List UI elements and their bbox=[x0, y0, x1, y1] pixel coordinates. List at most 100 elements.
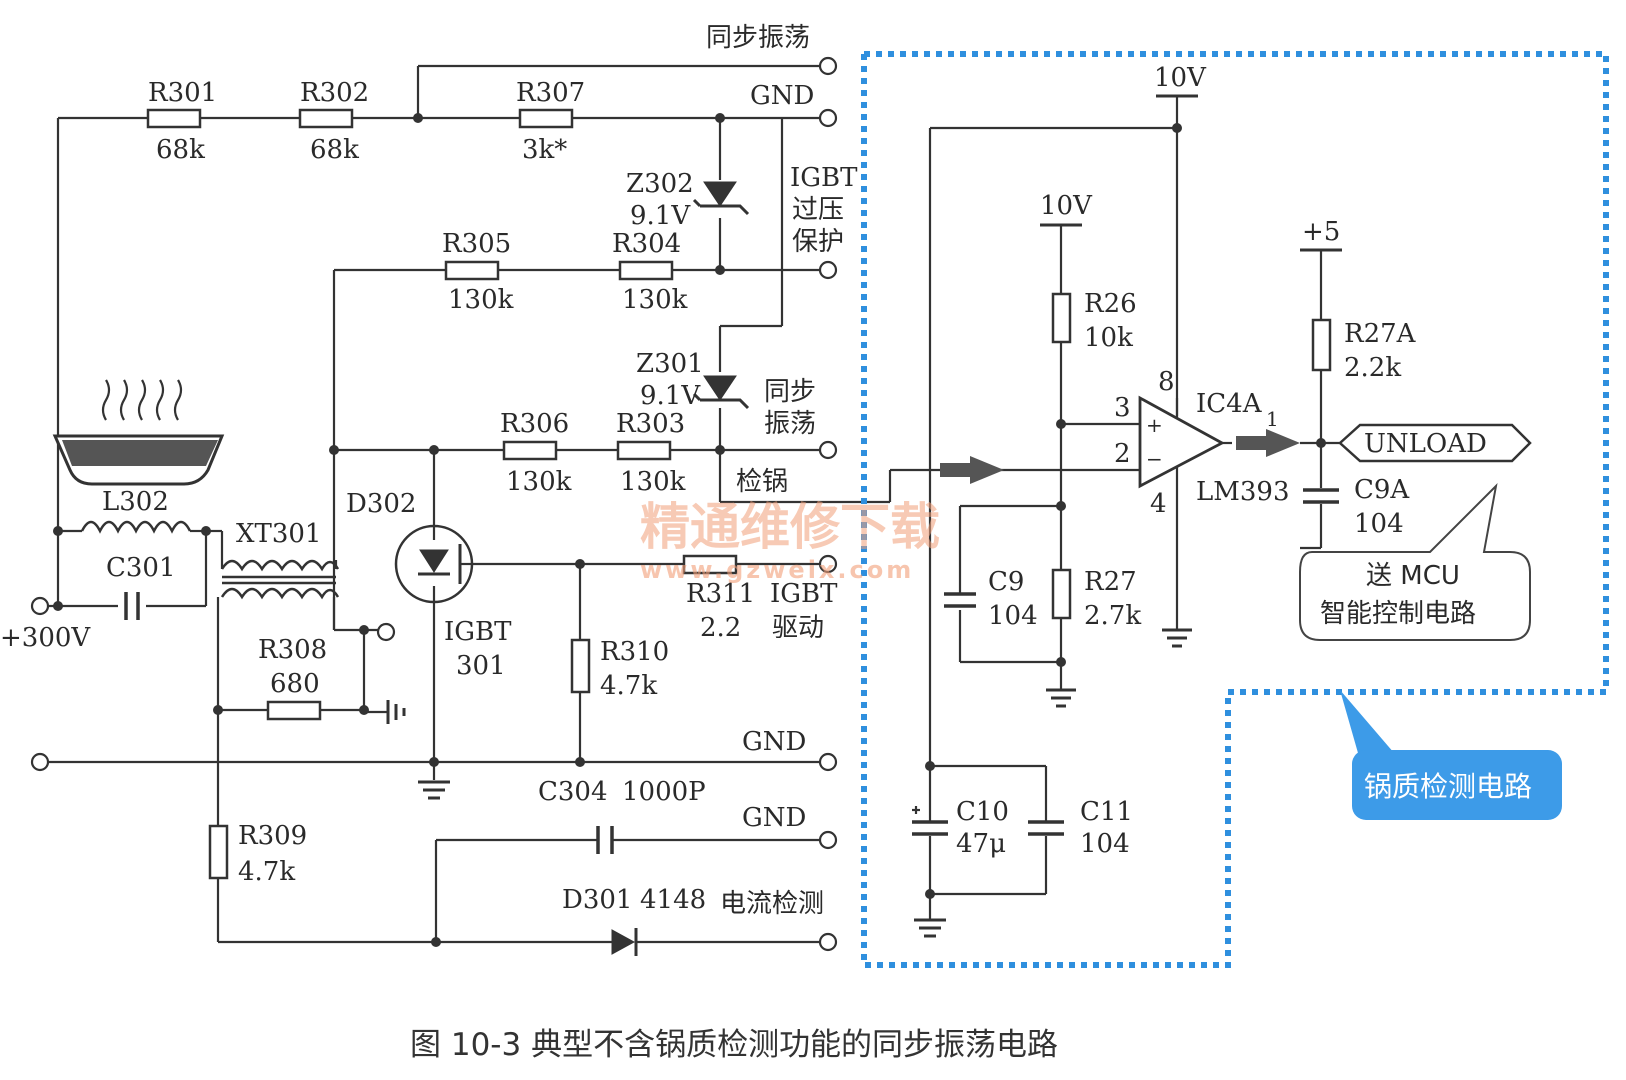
r27-ref: R27 bbox=[1084, 567, 1137, 597]
resistor-r305 bbox=[444, 260, 500, 281]
chassis-ground-icon bbox=[386, 700, 406, 724]
capacitor-c9a bbox=[1303, 488, 1339, 504]
c9-ref: C9 bbox=[988, 567, 1024, 597]
ic4a-pin4: 4 bbox=[1150, 489, 1167, 519]
label-sync-osc-mid-1: 同步 bbox=[764, 377, 816, 407]
c9a-ref: C9A bbox=[1354, 475, 1410, 505]
r27a-ref: R27A bbox=[1344, 319, 1417, 349]
right-resistors bbox=[1051, 292, 1332, 620]
r308-value: 680 bbox=[270, 669, 320, 699]
label-gnd3: GND bbox=[742, 803, 806, 833]
resistor-r303 bbox=[616, 440, 672, 461]
ground-icon-r2 bbox=[1046, 688, 1076, 708]
inductor-l302 bbox=[80, 520, 192, 534]
label-300v: +300V bbox=[0, 623, 91, 653]
rail-5v: +5 bbox=[1302, 217, 1340, 247]
capacitor-c301 bbox=[124, 592, 140, 620]
rail-10v-b: 10V bbox=[1040, 191, 1093, 221]
d302-ref: D302 bbox=[346, 489, 416, 519]
ic4a-ref: IC4A bbox=[1196, 389, 1263, 419]
transformer-xt301 bbox=[220, 559, 340, 600]
ic4a-pin3: 3 bbox=[1114, 393, 1131, 423]
callout-label: 锅质检测电路 bbox=[1364, 770, 1532, 803]
label-igbt-drive-2: 驱动 bbox=[772, 613, 824, 643]
signal-arrow-out bbox=[1236, 429, 1300, 457]
r310-value: 4.7k bbox=[600, 671, 657, 701]
resistor-r307 bbox=[518, 108, 574, 129]
ic4a-minus: − bbox=[1146, 447, 1163, 471]
ic4a-pin1: 1 bbox=[1266, 407, 1279, 431]
resistor-r310 bbox=[570, 638, 591, 694]
label-sync-osc-top: 同步振荡 bbox=[706, 23, 810, 53]
r27a-value: 2.2k bbox=[1344, 353, 1401, 383]
c304-ref: C304 bbox=[538, 777, 608, 807]
resistor-r304 bbox=[618, 260, 674, 281]
resistor-r308 bbox=[266, 700, 322, 721]
r301-ref: R301 bbox=[148, 78, 217, 108]
diode-d301 bbox=[611, 928, 638, 956]
terminals bbox=[30, 56, 838, 952]
capacitor-c9 bbox=[944, 592, 976, 608]
resistor-r311 bbox=[682, 554, 738, 575]
r306-ref: R306 bbox=[500, 409, 569, 439]
c9-value: 104 bbox=[988, 601, 1038, 631]
watermark-url: www.gzweix.com bbox=[640, 556, 914, 584]
r309-value: 4.7k bbox=[238, 857, 295, 887]
c10-value: 47μ bbox=[956, 829, 1006, 859]
xt301-ref: XT301 bbox=[236, 519, 321, 549]
unload-tag bbox=[1338, 423, 1532, 463]
z301-value: 9.1V bbox=[640, 381, 701, 411]
label-igbt-drive-1: IGBT bbox=[770, 579, 838, 609]
r306-value: 130k bbox=[506, 467, 572, 497]
r303-value: 130k bbox=[620, 467, 686, 497]
pan-icon bbox=[52, 379, 225, 486]
label-igbt-ovp-1: IGBT bbox=[790, 163, 858, 193]
r309-ref: R309 bbox=[238, 821, 307, 851]
igbt-value: 301 bbox=[456, 651, 506, 681]
callout-badge bbox=[1340, 690, 1562, 820]
junctions bbox=[53, 113, 725, 947]
ic4a-pin8: 8 bbox=[1158, 367, 1175, 397]
r26-ref: R26 bbox=[1084, 289, 1137, 319]
ic4a-pin2: 2 bbox=[1114, 439, 1131, 469]
unload-label: UNLOAD bbox=[1364, 429, 1487, 459]
label-igbt-ovp-2: 过压 bbox=[792, 195, 844, 225]
capacitor-c10 bbox=[912, 806, 948, 836]
c11-value: 104 bbox=[1080, 829, 1130, 859]
r301-value: 68k bbox=[156, 135, 205, 165]
label-sync-osc-mid-2: 振荡 bbox=[764, 409, 816, 439]
r303-ref: R303 bbox=[616, 409, 685, 439]
z302-ref: Z302 bbox=[626, 169, 694, 199]
ground-icon bbox=[418, 780, 450, 800]
label-current-detect: 电流检测 bbox=[720, 889, 824, 919]
zener-z301 bbox=[692, 375, 750, 410]
resistor-r309 bbox=[208, 824, 229, 880]
d301-value: 4148 bbox=[640, 885, 706, 915]
resistor-r26 bbox=[1051, 292, 1072, 344]
r311-ref: R311 bbox=[686, 579, 755, 609]
r307-ref: R307 bbox=[516, 78, 585, 108]
resistor-r306 bbox=[502, 440, 558, 461]
r308-ref: R308 bbox=[258, 635, 327, 665]
watermark-text: 精通维修下载 bbox=[640, 498, 940, 556]
r27-value: 2.7k bbox=[1084, 601, 1141, 631]
figure-caption: 图 10-3 典型不含锅质检测功能的同步振荡电路 bbox=[410, 1027, 1058, 1063]
r304-value: 130k bbox=[622, 285, 688, 315]
capacitor-c11 bbox=[1028, 820, 1064, 836]
r311-value: 2.2 bbox=[700, 613, 741, 643]
z302-value: 9.1V bbox=[630, 201, 691, 231]
c11-ref: C11 bbox=[1080, 797, 1133, 827]
resistor-r302 bbox=[298, 108, 354, 129]
r304-ref: R304 bbox=[612, 229, 681, 259]
d301-ref: D301 bbox=[562, 885, 632, 915]
r310-ref: R310 bbox=[600, 637, 669, 667]
r302-ref: R302 bbox=[300, 78, 369, 108]
signal-arrow-in bbox=[940, 456, 1004, 484]
c9a-value: 104 bbox=[1354, 509, 1404, 539]
z301-ref: Z301 bbox=[636, 349, 704, 379]
comparator-ic4a bbox=[1138, 395, 1225, 489]
resistor-r301 bbox=[146, 108, 202, 129]
resistors-left bbox=[146, 108, 738, 880]
ic4a-plus: + bbox=[1146, 413, 1163, 437]
